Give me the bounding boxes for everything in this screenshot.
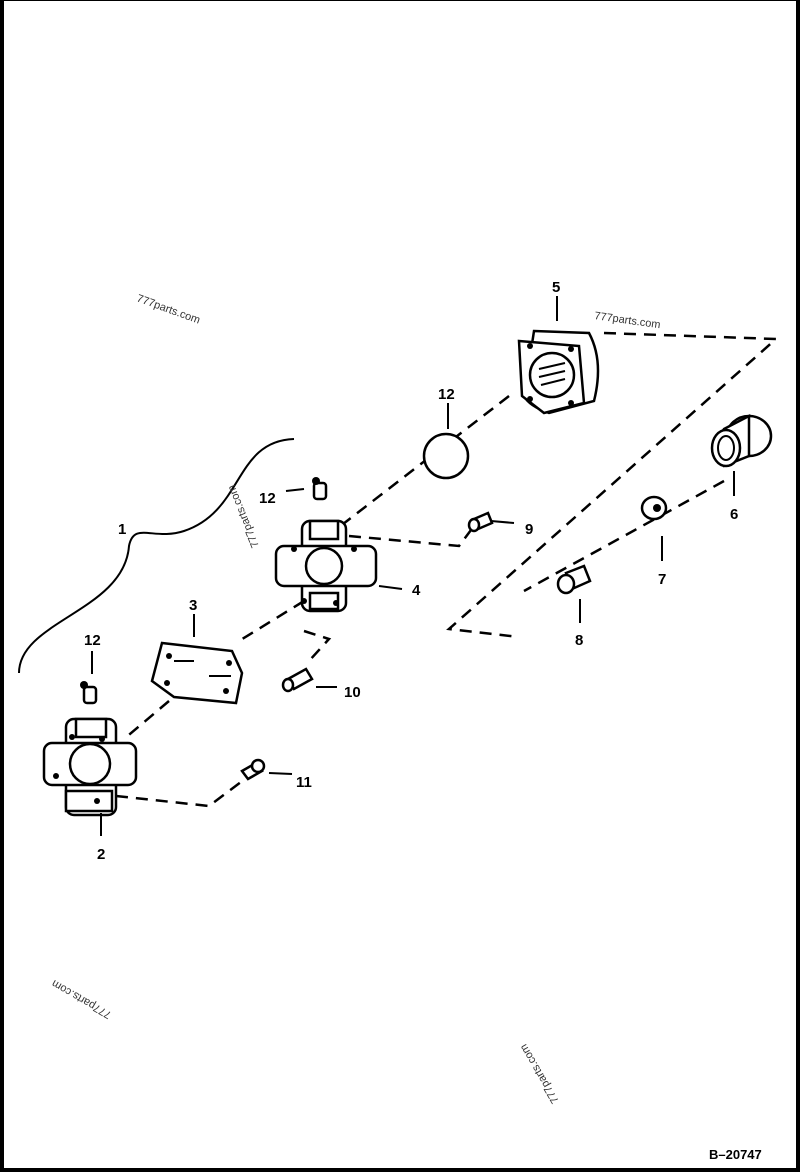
callout-12-o-ring[interactable]: 12 <box>438 386 455 403</box>
callout-11[interactable]: 11 <box>296 774 312 791</box>
callout-3[interactable]: 3 <box>189 597 197 614</box>
assembly-line <box>123 700 170 740</box>
callout-7[interactable]: 7 <box>658 571 666 588</box>
bolt-part-10 <box>281 667 314 693</box>
callout-1[interactable]: 1 <box>118 521 126 538</box>
callout-2[interactable]: 2 <box>97 846 105 863</box>
assembly-line <box>238 599 305 643</box>
callout-4[interactable]: 4 <box>412 582 421 599</box>
grease-fitting-part-12 <box>312 477 328 501</box>
callout-5[interactable]: 5 <box>552 279 560 296</box>
exploded-view-drawing: 1 2 3 4 5 6 7 8 9 10 11 12 12 12 777part… <box>18 279 780 1162</box>
washer-part-7 <box>640 495 668 521</box>
assembly-brace <box>18 438 295 674</box>
bolt-part-9 <box>467 511 494 533</box>
drawing-number: B–20747 <box>709 1147 762 1162</box>
grease-fitting-part-12 <box>80 681 98 705</box>
bolt-part-11 <box>240 758 266 781</box>
universal-joint-cross-part-2 <box>42 717 138 817</box>
assembly-line <box>446 331 780 639</box>
callout-6[interactable]: 6 <box>730 506 738 523</box>
callout-10[interactable]: 10 <box>344 684 361 701</box>
assembly-line <box>523 479 725 593</box>
bolt-part-8 <box>556 564 592 595</box>
universal-joint-cross-part-4 <box>274 519 378 613</box>
watermark: 777parts.com <box>594 310 662 331</box>
callout-12-fitting-lower[interactable]: 12 <box>84 632 101 649</box>
assembly-line <box>333 395 510 532</box>
flange-housing-part-5 <box>517 329 600 415</box>
watermark: 777parts.com <box>226 483 262 549</box>
assembly-line <box>303 629 332 662</box>
watermark: 777parts.com <box>518 1042 562 1106</box>
callout-8[interactable]: 8 <box>575 632 583 649</box>
callout-9[interactable]: 9 <box>525 521 533 538</box>
assembly-line <box>115 775 250 808</box>
watermark: 777parts.com <box>50 977 114 1021</box>
o-ring-part-12 <box>422 432 470 480</box>
callout-12-fitting-upper[interactable]: 12 <box>259 490 276 507</box>
coupler-yoke-part-3 <box>150 641 244 705</box>
assembly-line <box>348 525 475 548</box>
watermark: 777parts.com <box>135 293 202 327</box>
needle-bearing-part-6 <box>710 413 773 468</box>
